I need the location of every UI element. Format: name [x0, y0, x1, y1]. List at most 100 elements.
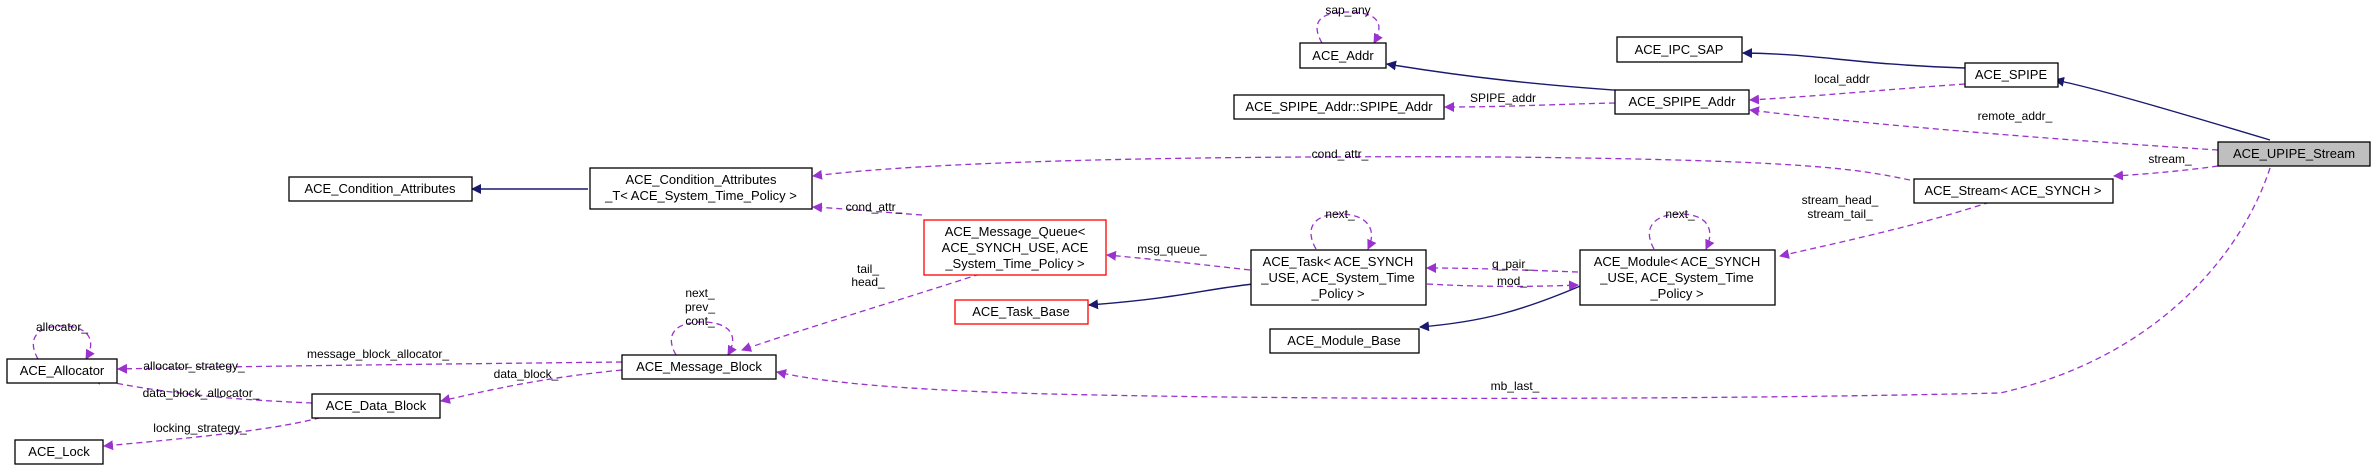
edge-allocator-self: allocator_ — [32, 320, 95, 360]
node-box — [1299, 42, 1387, 69]
node-ace-lock[interactable]: ACE_Lock — [14, 439, 104, 465]
node-ace-allocator[interactable]: ACE_Allocator — [6, 358, 118, 384]
node-label: ACE_Condition_Attributes — [304, 181, 456, 196]
edge-line — [1648, 213, 1715, 250]
edge-label-line: sap_any — [1325, 3, 1370, 17]
node-label: ACE_Task_Base — [972, 304, 1070, 319]
node-label: ACE_SPIPE — [1975, 67, 2048, 82]
node-box — [1964, 62, 2059, 88]
edge-line — [1386, 60, 1661, 94]
edge-label-line: message_block_allocator_ — [307, 347, 449, 361]
node-label-line: ACE_SPIPE_Addr — [1629, 94, 1737, 109]
edge-line — [2054, 76, 2271, 141]
edge-task-to-module-mod: mod_ — [1426, 274, 1579, 291]
edge-label-line: cond_attr_ — [846, 200, 903, 214]
edge-label-line: allocator_ — [36, 320, 88, 334]
edge-label-line: stream_tail_ — [1807, 207, 1873, 221]
edge-module-base-to-module — [1419, 283, 1586, 332]
node-label-line: ACE_IPC_SAP — [1635, 42, 1724, 57]
edge-line — [1419, 283, 1586, 332]
node-box — [1614, 89, 1750, 115]
node-label: ACE_Message_Queue<ACE_SYNCH_USE, ACE_Sys… — [942, 224, 1089, 271]
edge-label-line: stream_ — [2148, 152, 2192, 166]
node-ace-task[interactable]: ACE_Task< ACE_SYNCH_USE, ACE_System_Time… — [1250, 249, 1427, 306]
node-ace-message-queue[interactable]: ACE_Message_Queue<ACE_SYNCH_USE, ACE_Sys… — [923, 219, 1107, 276]
node-ace-spipe-addr-ctor[interactable]: ACE_SPIPE_Addr::SPIPE_Addr — [1233, 94, 1445, 120]
node-ace-message-block[interactable]: ACE_Message_Block — [621, 354, 777, 380]
edge-module-to-task-q-pair: q_pair_ — [1426, 257, 1579, 274]
node-label-line: ACE_Module_Base — [1287, 333, 1400, 348]
node-box — [1579, 249, 1776, 306]
edge-label: stream_head_stream_tail_ — [1802, 193, 1879, 221]
node-ace-condition-attributes[interactable]: ACE_Condition_Attributes — [288, 176, 473, 202]
edge-label-line: stream_head_ — [1802, 193, 1879, 207]
edge-addr-self-sap-any: sap_any — [1316, 3, 1383, 44]
node-ace-addr[interactable]: ACE_Addr — [1299, 42, 1387, 69]
node-label: ACE_Lock — [28, 444, 90, 459]
edge-message-block-self: next_prev_cont_ — [670, 286, 737, 356]
node-ace-upipe-stream[interactable]: ACE_UPIPE_Stream — [2217, 141, 2371, 167]
node-ace-condition-attributes-t[interactable]: ACE_Condition_Attributes_T< ACE_System_T… — [589, 167, 813, 210]
edge-line — [776, 167, 2271, 400]
node-ace-data-block[interactable]: ACE_Data_Block — [311, 393, 441, 419]
node-ace-ipc-sap[interactable]: ACE_IPC_SAP — [1616, 36, 1743, 63]
edge-module-self-next: next_ — [1648, 207, 1715, 250]
edge-label-line: data_block_allocator_ — [143, 386, 260, 400]
node-label: ACE_Module< ACE_SYNCH_USE, ACE_System_Ti… — [1594, 254, 1761, 301]
edge-label-line: prev_ — [685, 300, 715, 314]
edge-label: cond_attr_ — [846, 200, 903, 214]
node-box — [1233, 94, 1445, 120]
edge-label-line: data_block_ — [494, 367, 559, 381]
node-ace-module[interactable]: ACE_Module< ACE_SYNCH_USE, ACE_System_Ti… — [1579, 249, 1776, 306]
edge-line — [1426, 263, 1579, 274]
edge-label: mb_last_ — [1491, 379, 1540, 393]
node-label-line: ACE_Lock — [28, 444, 90, 459]
edge-label: SPIPE_addr — [1470, 91, 1536, 105]
edge-line — [1310, 213, 1377, 250]
node-ace-module-base[interactable]: ACE_Module_Base — [1269, 328, 1420, 354]
edge-line — [1444, 101, 1616, 112]
node-label-line: _Policy > — [1649, 286, 1703, 301]
edge-line — [117, 361, 623, 374]
edge-line — [32, 325, 95, 360]
node-label-line: ACE_Task< ACE_SYNCH — [1263, 254, 1414, 269]
node-box — [954, 299, 1089, 325]
edge-spipe-to-upipe-stream — [2054, 76, 2271, 141]
edge-label: msg_queue_ — [1137, 242, 1207, 256]
edge-label-line: msg_queue_ — [1137, 242, 1207, 256]
edge-label-line: remote_addr_ — [1978, 109, 2053, 123]
node-label-line: ACE_SPIPE_Addr::SPIPE_Addr — [1245, 99, 1433, 114]
edge-label-line: locking_strategy_ — [153, 421, 247, 435]
edge-data-block-to-allocator: allocator_strategy_data_block_allocator_ — [91, 359, 313, 404]
node-box — [1269, 328, 1420, 354]
edge-line — [1426, 280, 1579, 291]
node-label-line: _USE, ACE_System_Time — [1599, 270, 1753, 285]
edge-label: sap_any — [1325, 3, 1370, 17]
node-ace-spipe-addr[interactable]: ACE_SPIPE_Addr — [1614, 89, 1750, 115]
node-label-line: ACE_Module< ACE_SYNCH — [1594, 254, 1761, 269]
node-ace-task-base[interactable]: ACE_Task_Base — [954, 299, 1089, 325]
node-label-line: _System_Time_Policy > — [944, 256, 1084, 271]
node-label: ACE_Condition_Attributes_T< ACE_System_T… — [604, 172, 797, 203]
edge-layer: sap_any local_addr remote_addr_ SPIPE_ad… — [32, 3, 2271, 451]
edge-spipe-addr-to-ctor: SPIPE_addr — [1444, 91, 1616, 112]
node-box — [1250, 249, 1427, 306]
node-label-line: ACE_Addr — [1312, 48, 1374, 63]
edge-label: allocator_ — [36, 320, 88, 334]
edge-upipe-stream-to-spipe-addr-remote: remote_addr_ — [1749, 106, 2219, 151]
node-ace-spipe[interactable]: ACE_SPIPE — [1964, 62, 2059, 88]
edge-label: q_pair_ — [1492, 257, 1532, 271]
edge-upipe-stream-to-message-block: mb_last_ — [776, 167, 2271, 400]
node-ace-stream[interactable]: ACE_Stream< ACE_SYNCH > — [1913, 178, 2114, 204]
node-label-line: _T< ACE_System_Time_Policy > — [604, 188, 797, 203]
node-box — [621, 354, 777, 380]
edge-task-base-to-task — [1088, 283, 1254, 310]
node-label-line: ACE_Allocator — [20, 363, 105, 378]
edge-label-line: SPIPE_addr — [1470, 91, 1536, 105]
edge-label: next_ — [1325, 207, 1355, 221]
node-label-line: ACE_Condition_Attributes — [304, 181, 456, 196]
edge-line — [741, 273, 981, 352]
edge-label: next_ — [1665, 207, 1695, 221]
node-label: ACE_SPIPE_Addr — [1629, 94, 1737, 109]
